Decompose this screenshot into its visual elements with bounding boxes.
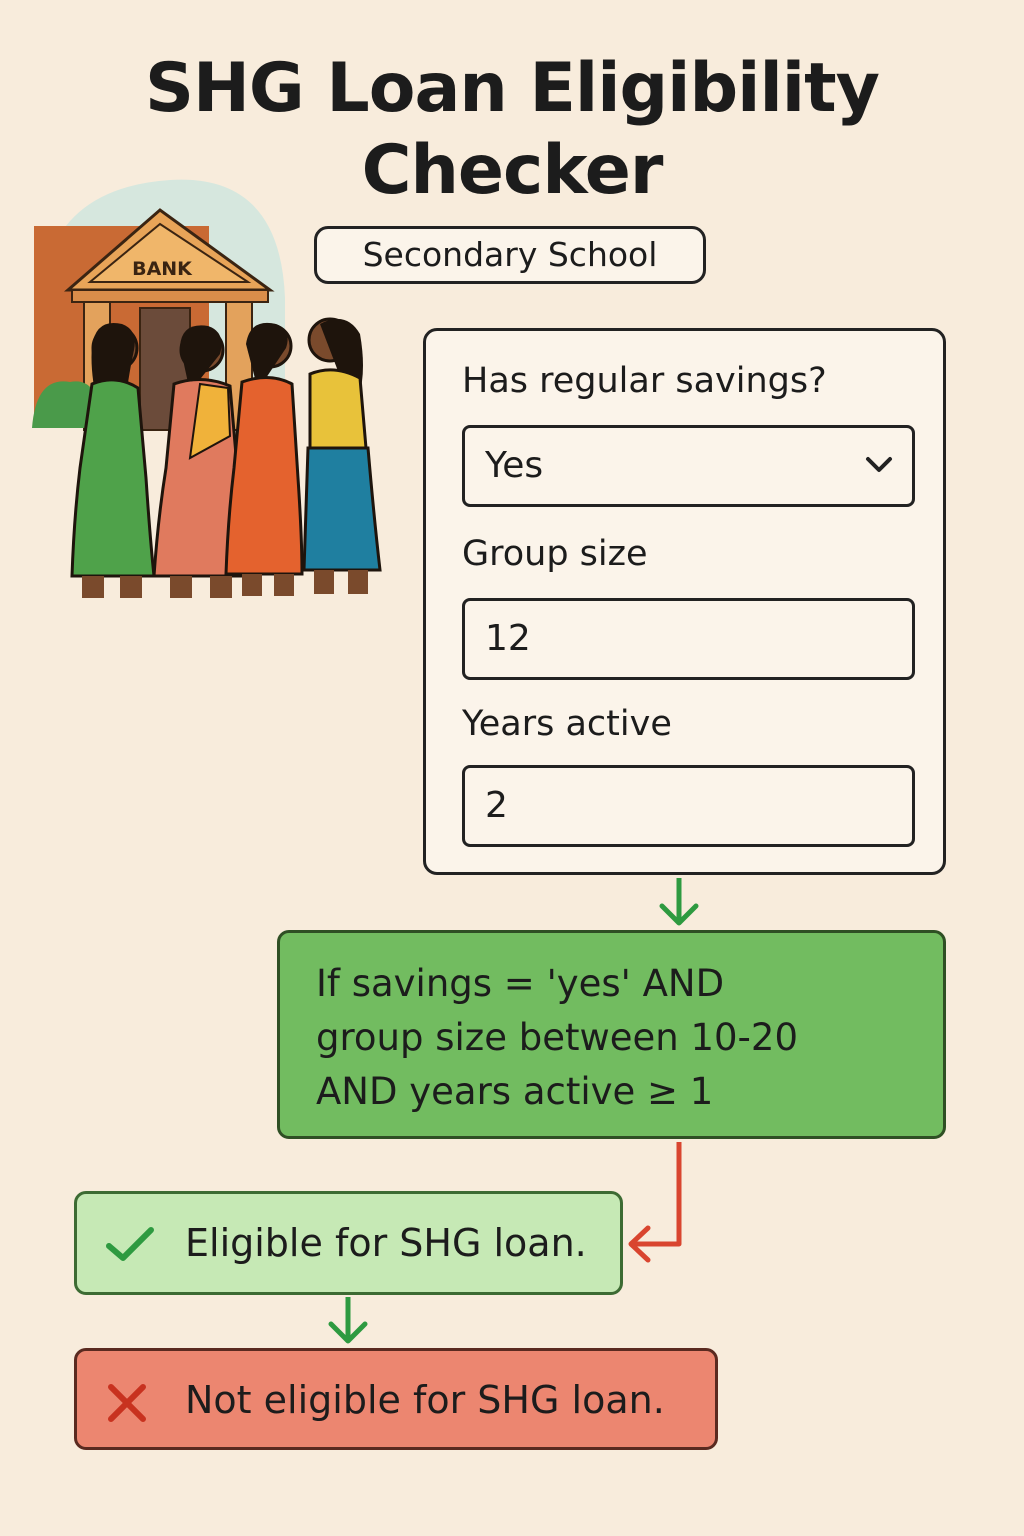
chevron-down-icon [866,457,892,472]
level-badge: Secondary School [314,226,706,284]
eligible-text: Eligible for SHG loan. [185,1221,587,1265]
years-active-input[interactable]: 2 [462,765,915,847]
arrow-left-icon [628,1142,682,1263]
rule-line-2: group size between 10-20 [316,1016,798,1059]
check-icon [106,1227,154,1261]
bank-sign: BANK [132,258,193,280]
title-line-2: Checker [361,131,664,210]
rule-line-3: AND years active ≥ 1 [316,1070,714,1113]
bank-women-illustration: BANK [32,179,382,598]
savings-select-value: Yes [485,445,544,486]
eligibility-rule-box: If savings = 'yes' AND group size betwee… [277,930,946,1139]
page-title: SHG Loan Eligibility Checker [0,48,1024,212]
savings-label: Has regular savings? [462,361,827,401]
title-line-1: SHG Loan Eligibility [145,49,880,128]
not-eligible-result: Not eligible for SHG loan. [74,1348,718,1450]
not-eligible-text: Not eligible for SHG loan. [185,1378,665,1422]
group-size-input[interactable]: 12 [462,598,915,680]
arrow-down-icon [659,878,699,926]
years-active-label: Years active [462,704,672,744]
cross-icon [108,1384,146,1422]
eligibility-form: Has regular savings? Yes Group size 12 Y… [423,328,946,875]
group-size-label: Group size [462,534,648,574]
savings-select[interactable]: Yes [462,425,915,507]
eligible-result: Eligible for SHG loan. [74,1191,623,1295]
rule-line-1: If savings = 'yes' AND [316,962,725,1005]
arrow-down-icon [328,1297,368,1344]
